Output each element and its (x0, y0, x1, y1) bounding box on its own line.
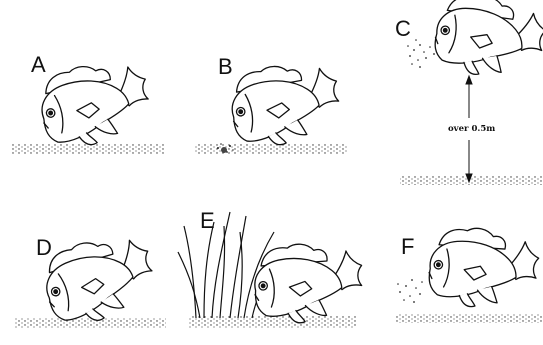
panel-label-e: E (200, 210, 215, 232)
fish-panel-a (33, 52, 158, 154)
ground-f (396, 314, 543, 323)
ground-e (188, 316, 356, 328)
fish-panel-e (250, 238, 367, 327)
ground-a (12, 144, 164, 154)
fish-panel-f (428, 227, 540, 309)
particle-cloud-c (407, 39, 435, 68)
panel-label-c: C (395, 18, 411, 40)
fish-panel-b (224, 54, 347, 153)
fish-panel-c (432, 0, 543, 81)
panel-label-f: F (401, 236, 414, 258)
panel-label-a: A (31, 54, 46, 76)
ground-b (195, 144, 347, 154)
ground-c (400, 176, 543, 185)
ground-d (14, 318, 166, 328)
panel-label-d: D (36, 237, 52, 259)
particle-cloud-f (397, 279, 423, 303)
distance-label-c: over 0.5m (448, 124, 495, 134)
panel-label-b: B (218, 56, 233, 78)
fish-panel-d (35, 225, 163, 333)
